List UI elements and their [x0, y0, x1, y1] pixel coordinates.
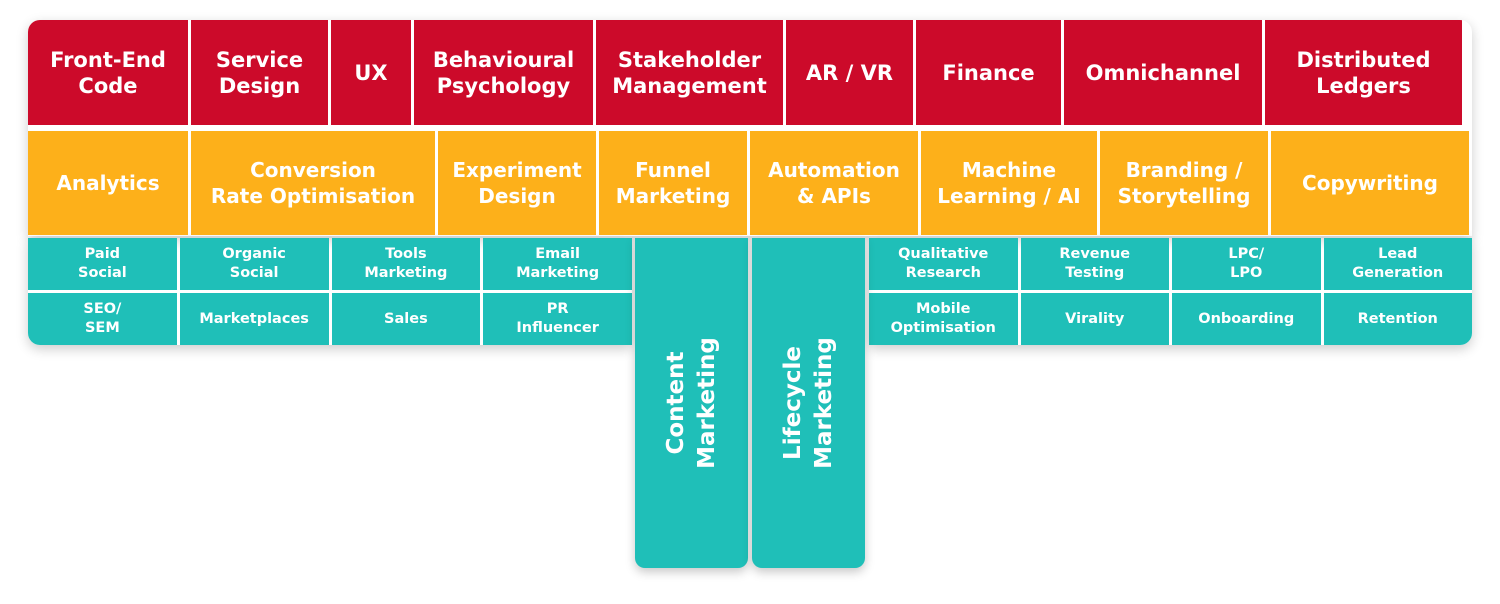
- skill-virality: Virality: [1020, 293, 1169, 345]
- lifecycle-marketing-column: Lifecycle Marketing: [752, 238, 865, 568]
- skill-service-design: Service Design: [191, 20, 328, 125]
- skill-ar-vr: AR / VR: [786, 20, 913, 125]
- skill-email-marketing: Email Marketing: [483, 238, 632, 290]
- skill-conversion-rate-optimisation: Conversion Rate Optimisation: [191, 131, 435, 235]
- skill-analytics: Analytics: [28, 131, 188, 235]
- skill-tools-marketing: Tools Marketing: [331, 238, 481, 290]
- skill-marketplaces: Marketplaces: [179, 293, 329, 345]
- skill-finance: Finance: [916, 20, 1061, 125]
- skill-pr-influencer: PR Influencer: [483, 293, 632, 345]
- skill-qualitative-research: Qualitative Research: [869, 238, 1018, 290]
- skill-omnichannel: Omnichannel: [1064, 20, 1262, 125]
- skill-distributed-ledgers: Distributed Ledgers: [1265, 20, 1462, 125]
- skill-lead-generation: Lead Generation: [1323, 238, 1472, 290]
- skill-organic-social: Organic Social: [179, 238, 329, 290]
- skill-ux: UX: [331, 20, 411, 125]
- skill-automation-apis: Automation & APIs: [750, 131, 918, 235]
- skill-stakeholder-management: Stakeholder Management: [596, 20, 783, 125]
- skill-lpc-lpo: LPC/ LPO: [1172, 238, 1321, 290]
- skill-experiment-design: Experiment Design: [438, 131, 596, 235]
- lifecycle-marketing-label: Lifecycle Marketing: [779, 337, 837, 469]
- skill-branding-storytelling: Branding / Storytelling: [1100, 131, 1268, 235]
- content-marketing-column: Content Marketing: [635, 238, 748, 568]
- skill-sales: Sales: [331, 293, 481, 345]
- skill-onboarding: Onboarding: [1172, 293, 1321, 345]
- skill-mobile-optimisation: Mobile Optimisation: [869, 293, 1018, 345]
- skill-copywriting: Copywriting: [1271, 131, 1469, 235]
- skill-revenue-testing: Revenue Testing: [1020, 238, 1169, 290]
- skill-front-end-code: Front-End Code: [28, 20, 188, 125]
- skill-retention: Retention: [1323, 293, 1472, 345]
- skill-machine-learning-ai: Machine Learning / AI: [921, 131, 1097, 235]
- skill-paid-social: Paid Social: [28, 238, 177, 290]
- content-marketing-label: Content Marketing: [662, 337, 720, 469]
- skill-behavioural-psychology: Behavioural Psychology: [414, 20, 593, 125]
- skill-funnel-marketing: Funnel Marketing: [599, 131, 747, 235]
- skill-seo-sem: SEO/ SEM: [28, 293, 177, 345]
